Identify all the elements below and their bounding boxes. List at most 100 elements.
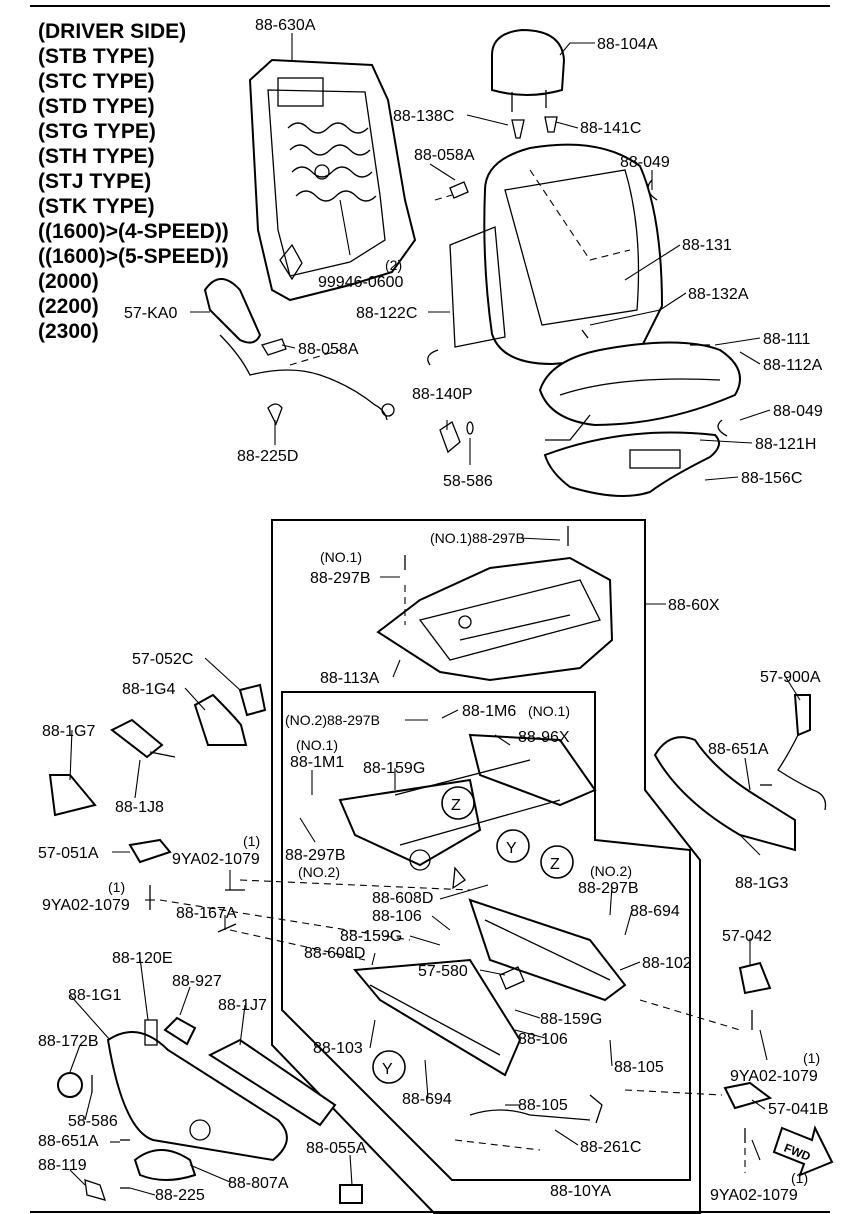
- part-label: 88-138C: [393, 108, 454, 125]
- seat-back-cushion: [483, 143, 664, 366]
- part-qty: (NO.1): [296, 737, 338, 753]
- part-qty: (1): [791, 1170, 808, 1186]
- part-label: 88-1G3: [735, 875, 788, 892]
- left-trim-parts: [48, 683, 363, 1204]
- title-line: ((1600)>(4-SPEED)): [38, 220, 229, 243]
- part-label: 58-586: [443, 473, 493, 490]
- part-qty: (NO.2): [298, 864, 340, 880]
- leader-lines: [69, 33, 801, 1196]
- right-trim-parts: [653, 694, 827, 1173]
- seat-track-lower: [353, 898, 627, 1124]
- part-label: 88-167A: [176, 905, 237, 922]
- small-hardware: [261, 116, 728, 454]
- seat-pan-88-113A: [376, 526, 614, 682]
- part-label: 88-172B: [38, 1033, 99, 1050]
- part-label: 57-051A: [38, 845, 99, 862]
- reference-lines: [159, 194, 741, 1151]
- part-label: 88-1G7: [42, 723, 95, 740]
- part-label: 88-297B: [285, 847, 346, 864]
- side-shield-armrest: [203, 278, 395, 421]
- fwd-arrow: FWD: [772, 1125, 834, 1177]
- part-label: 88-1J7: [218, 997, 267, 1014]
- part-label: 57-052C: [132, 651, 193, 668]
- part-label: 57-042: [722, 928, 772, 945]
- part-label: 88-131: [682, 237, 732, 254]
- title-line: ((1600)>(5-SPEED)): [38, 245, 229, 268]
- part-label: 88-261C: [580, 1139, 641, 1156]
- svg-text:Y: Y: [506, 840, 517, 857]
- title-line: (STH TYPE): [38, 145, 155, 168]
- part-label: 88-120E: [112, 950, 173, 967]
- part-label: 88-105: [614, 1059, 664, 1076]
- title-line: (2200): [38, 295, 99, 318]
- part-label: 88-297B: [578, 880, 639, 897]
- part-label: 88-1J8: [115, 799, 164, 816]
- part-label: 88-106: [518, 1031, 568, 1048]
- title-line: (STJ TYPE): [38, 170, 151, 193]
- title-line: (2300): [38, 320, 99, 343]
- part-label: 9YA02-1079: [730, 1068, 818, 1085]
- part-label: 88-159G: [540, 1011, 602, 1028]
- seat-back-frame: [248, 58, 417, 302]
- part-label: 88-103: [313, 1040, 363, 1057]
- part-qty: (1): [243, 833, 260, 849]
- part-label: 88-60X: [668, 597, 720, 614]
- part-label: 88-1G4: [122, 681, 175, 698]
- part-label: 99946-0600: [318, 274, 404, 291]
- headrest: [491, 28, 566, 112]
- part-label: 88-10YA: [550, 1183, 611, 1200]
- part-label: (NO.1)88-297B: [430, 530, 525, 546]
- part-label: 88-058A: [298, 341, 359, 358]
- title-line: (DRIVER SIDE): [38, 20, 186, 43]
- callout-z-lower: Z: [540, 845, 574, 879]
- part-labels: 88-630A 88-104A 88-138C 88-141C 88-058A …: [38, 17, 829, 1204]
- part-label: 88-104A: [597, 36, 658, 53]
- title-line: (STK TYPE): [38, 195, 155, 218]
- part-label: 88-159G: [340, 928, 402, 945]
- part-label: 88-694: [402, 1091, 452, 1108]
- part-label: 57-KA0: [124, 305, 177, 322]
- part-qty: (1): [803, 1050, 820, 1066]
- callout-y-lower: Y: [372, 1050, 406, 1084]
- part-label: 9YA02-1079: [172, 851, 260, 868]
- part-label: 88-225: [155, 1187, 205, 1204]
- title-line: (STB TYPE): [38, 45, 155, 68]
- part-qty: (1): [108, 879, 125, 895]
- part-label: 88-630A: [255, 17, 316, 34]
- part-label: 88-140P: [412, 386, 473, 403]
- part-label: 88-297B: [310, 570, 371, 587]
- seat-cushion-upper: [538, 341, 741, 441]
- part-label: 88-141C: [580, 120, 641, 137]
- part-label: 88-225D: [237, 448, 298, 465]
- title-line: (STD TYPE): [38, 95, 155, 118]
- svg-text:Y: Y: [382, 1061, 393, 1078]
- assembly-box-88-60X: [271, 519, 701, 1214]
- part-label: 57-900A: [760, 669, 821, 686]
- title-line: (2000): [38, 270, 99, 293]
- part-label: 88-112A: [763, 357, 823, 374]
- part-label: 57-041B: [768, 1101, 829, 1118]
- part-qty: (2): [385, 257, 402, 273]
- seat-back-panel: [427, 226, 506, 366]
- applicability-list: (DRIVER SIDE) (STB TYPE) (STC TYPE) (STD…: [38, 20, 229, 343]
- part-label: 9YA02-1079: [710, 1187, 798, 1204]
- part-label: 88-049: [620, 154, 670, 171]
- part-label: 88-807A: [228, 1175, 289, 1192]
- part-label: 88-156C: [741, 470, 802, 487]
- part-label: 88-049: [773, 403, 823, 420]
- callout-z-upper: Z: [441, 786, 475, 820]
- part-label: 88-927: [172, 973, 222, 990]
- part-label: 88-159G: [363, 760, 425, 777]
- part-label: 88-96X: [518, 729, 570, 746]
- part-label: 88-111: [763, 331, 811, 348]
- svg-text:Z: Z: [550, 856, 560, 873]
- part-label: 88-119: [38, 1157, 87, 1174]
- part-label: 88-058A: [414, 147, 475, 164]
- part-label: 88-106: [372, 908, 422, 925]
- part-qty: (NO.1): [528, 703, 570, 719]
- part-label: 58-586: [68, 1113, 118, 1130]
- callout-y-upper: Y: [496, 829, 530, 863]
- part-label: 88-121H: [755, 436, 816, 453]
- part-label: 88-608D: [304, 945, 365, 962]
